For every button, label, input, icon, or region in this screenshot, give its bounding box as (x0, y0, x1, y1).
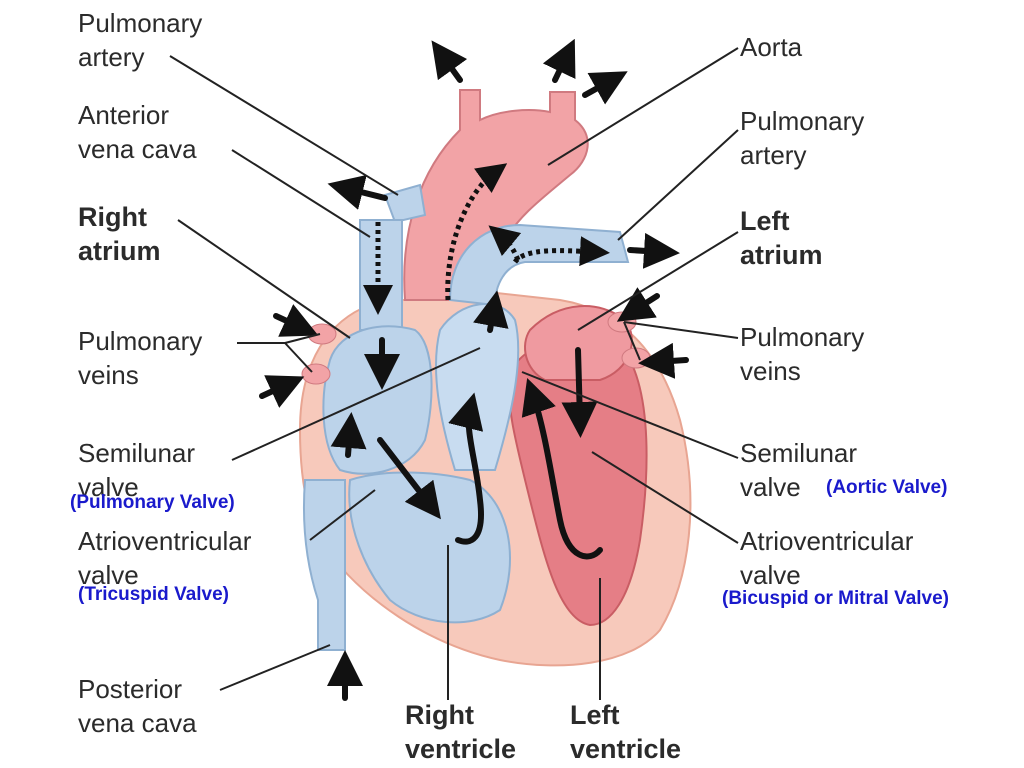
note-pulmonary-valve: (Pulmonary Valve) (70, 492, 235, 513)
label-left-atrium: Left atrium (740, 206, 823, 270)
label-pulmonary-veins-left: Pulmonary veins (78, 326, 203, 390)
label-atrioventricular-valve-left: Atrioventricular valve (78, 526, 252, 590)
label-atrioventricular-valve-right: Atrioventricular valve (740, 526, 914, 590)
note-tricuspid-valve: (Tricuspid Valve) (78, 584, 229, 605)
label-posterior-vena-cava: Posterior vena cava (78, 674, 197, 738)
blood-flow-arrows (259, 38, 689, 701)
pulmonary-vein-left-upper (307, 323, 337, 345)
label-semilunar-valve-right: Semilunar valve (740, 438, 858, 502)
right-ventricle-chamber (348, 471, 511, 624)
note-mitral-valve: (Bicuspid or Mitral Valve) (722, 588, 949, 609)
label-aorta: Aorta (740, 32, 803, 62)
label-pulmonary-artery-left: Pulmonary artery (78, 8, 203, 72)
label-anterior-vena-cava: Anterior vena cava (78, 100, 197, 164)
leader-lines (169, 47, 739, 700)
label-right-ventricle: Right ventricle (405, 700, 517, 764)
pulmonary-vein-right-upper (607, 311, 637, 333)
note-aortic-valve: (Aortic Valve) (826, 477, 948, 498)
label-right-atrium: Right atrium (78, 202, 161, 266)
label-semilunar-valve-left: Semilunar valve (78, 438, 196, 502)
label-left-ventricle: Left ventricle (570, 700, 682, 764)
anterior-vena-cava-vessel (359, 219, 403, 331)
posterior-vena-cava-vessel (302, 479, 346, 651)
label-pulmonary-artery-right: Pulmonary artery (740, 106, 865, 170)
label-pulmonary-veins-right: Pulmonary veins (740, 322, 865, 386)
right-atrium-chamber (322, 325, 433, 475)
